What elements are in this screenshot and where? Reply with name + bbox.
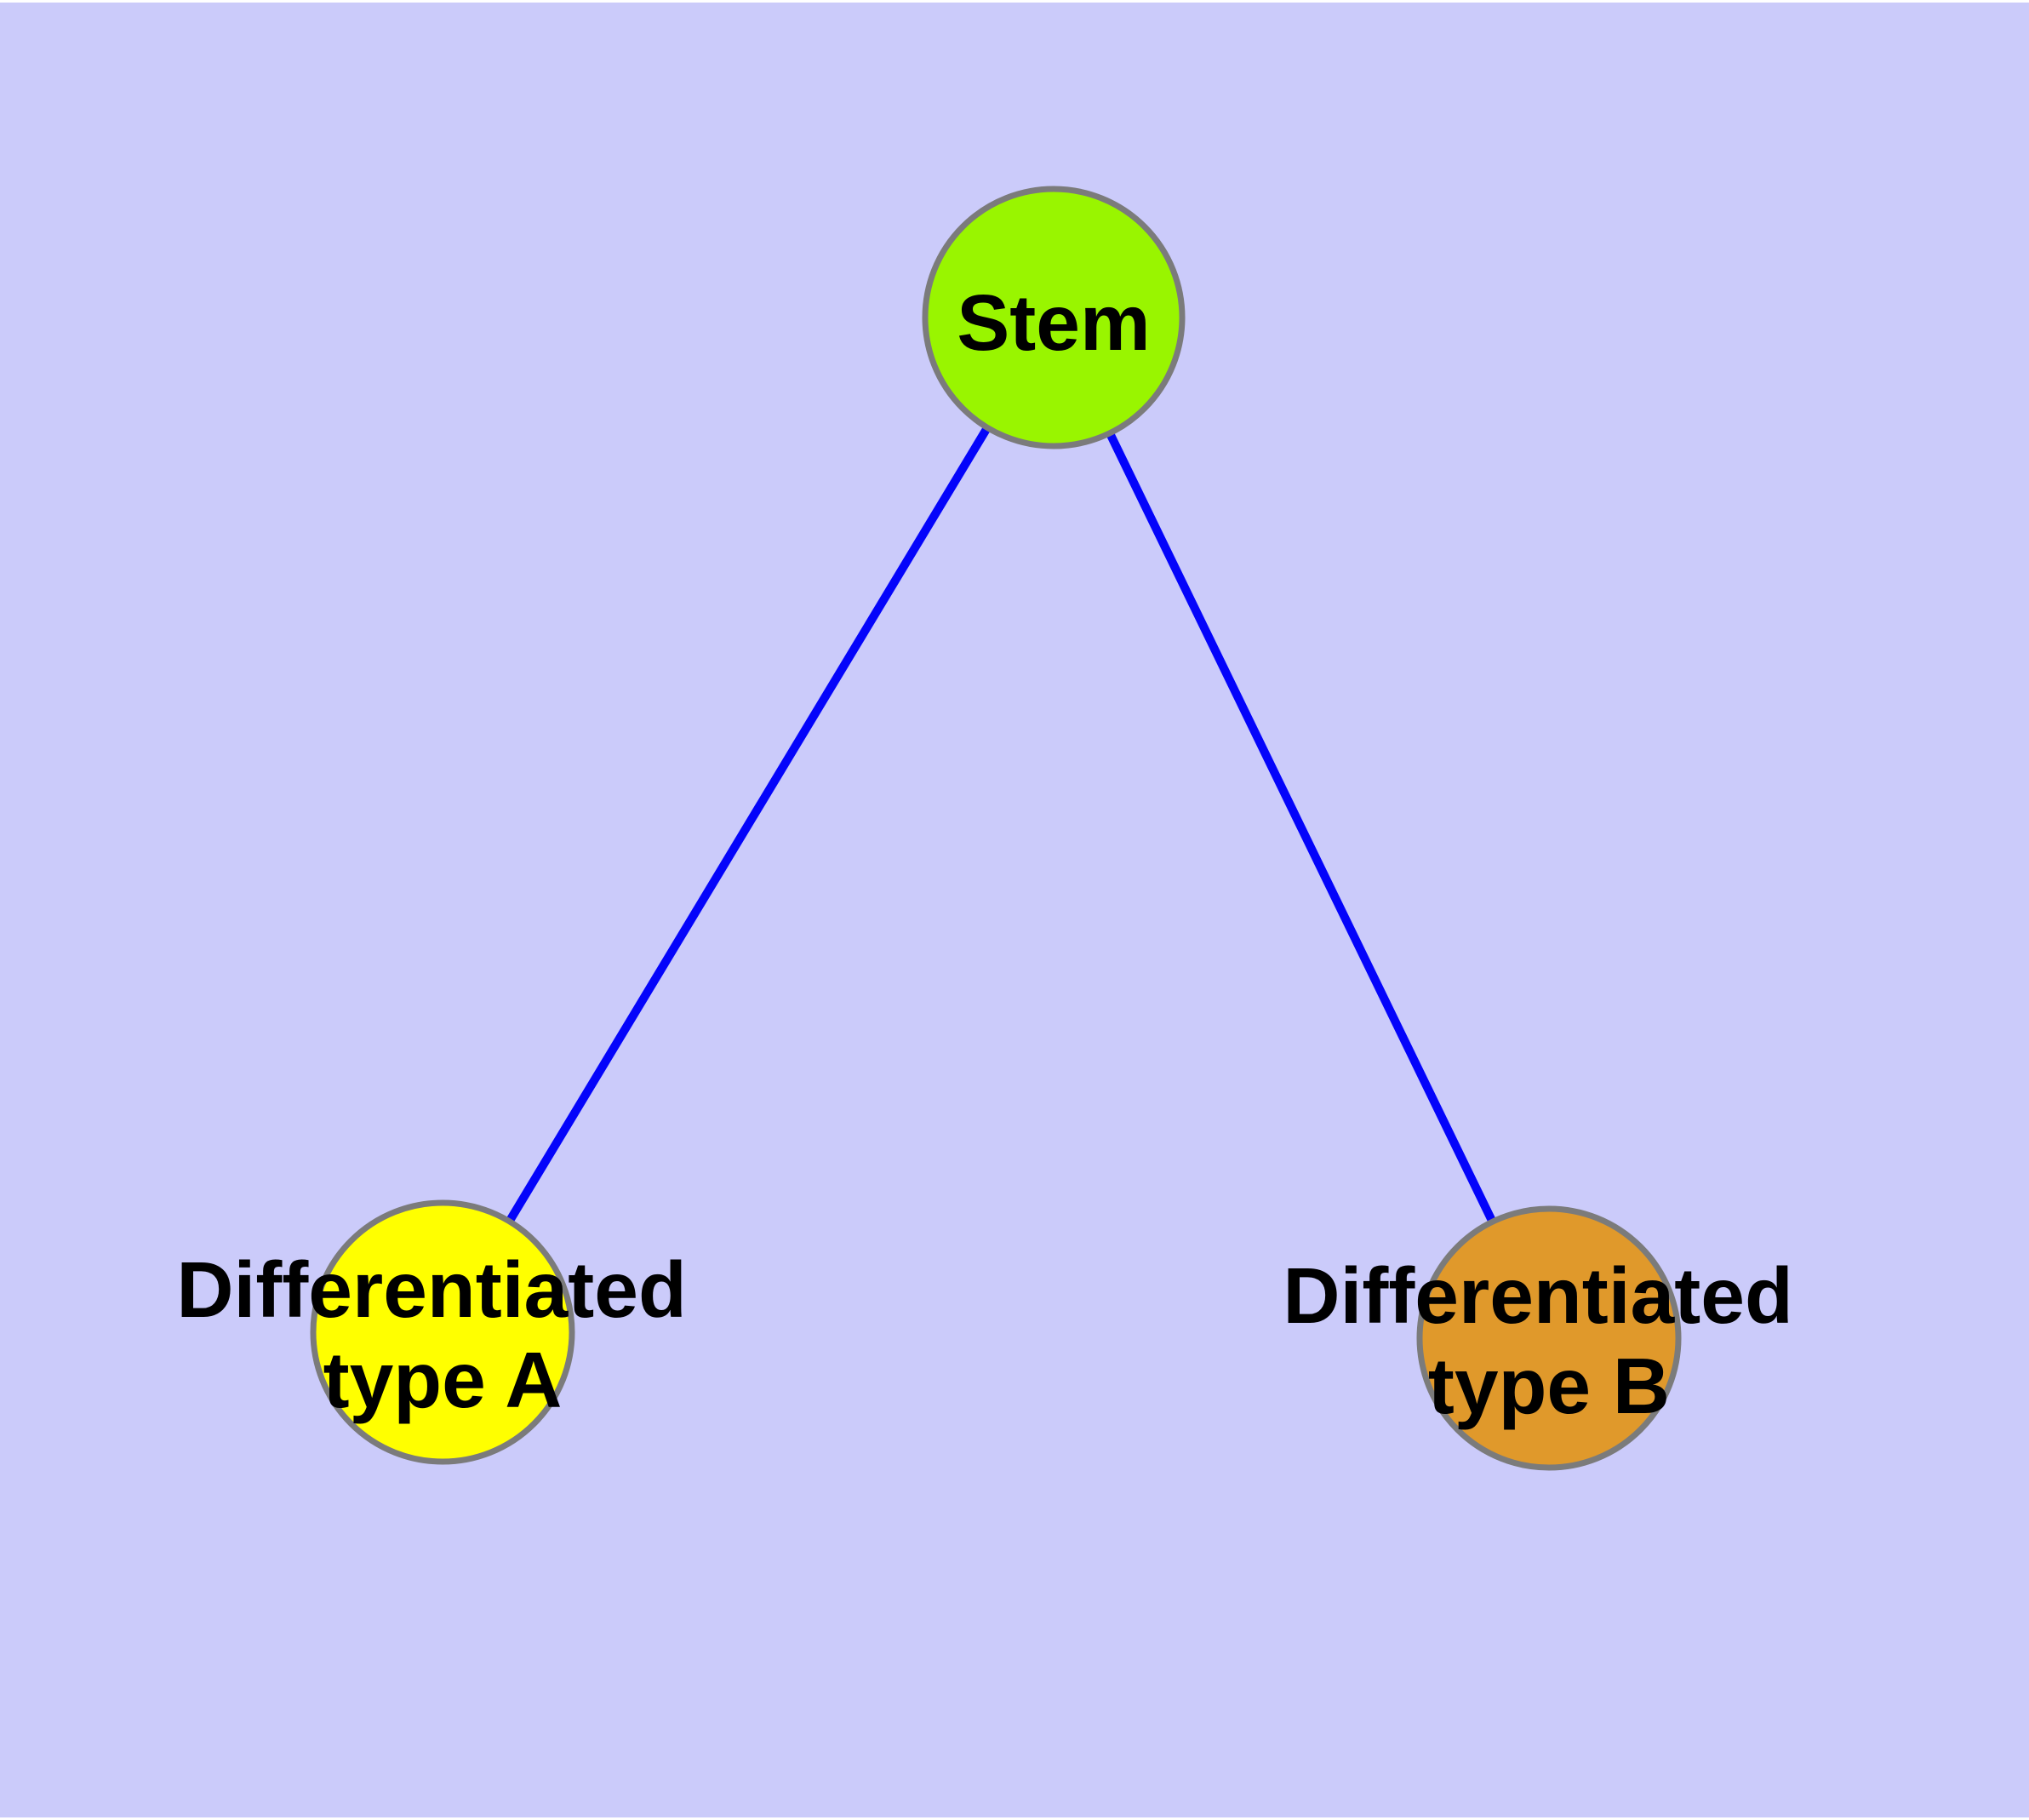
node-type-b-label: Differentiated type B [1283,1251,1815,1430]
node-type-b-circle [1416,1205,1682,1471]
node-type-b-label-line2: type B [1428,1342,1670,1430]
edge-stem-to-type-b [1049,313,1553,1342]
node-type-a-label-line2: type A [323,1336,563,1424]
edge-stem-to-type-a [438,313,1058,1336]
node-type-b-label-line1: Differentiated [1283,1251,1792,1340]
node-type-b: Differentiated type B [1283,1205,1815,1471]
edge-group [438,313,1553,1342]
node-stem: Stem [922,186,1186,449]
node-type-a-circle [310,1199,575,1465]
node-stem-label: Stem [957,278,1150,367]
node-type-a-label: Differentiated type A [176,1245,708,1424]
node-type-a-label-line1: Differentiated [176,1245,686,1334]
node-type-a: Differentiated type A [176,1199,708,1465]
node-stem-circle [922,186,1186,449]
